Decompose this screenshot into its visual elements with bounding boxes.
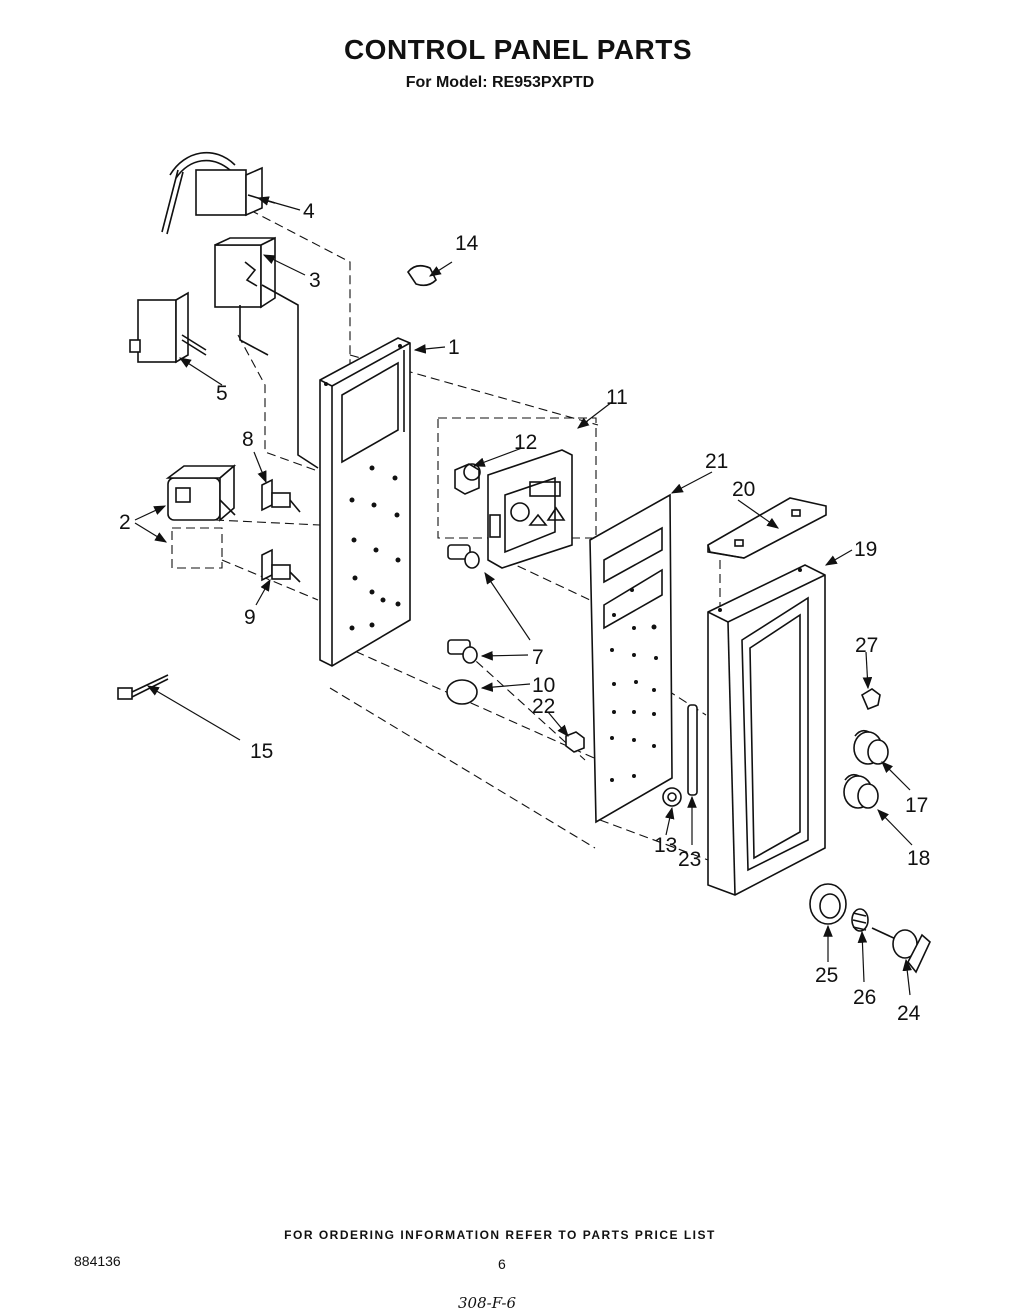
model-subtitle: For Model: RE953PXPTD: [405, 74, 595, 91]
callout-13: 13: [654, 834, 677, 857]
callout-23: 23: [678, 848, 701, 871]
part-3-switch: [214, 236, 319, 469]
callout-10: 10: [532, 674, 555, 697]
part-8-push-switch: [261, 478, 301, 513]
handwritten-note: 308-F-6: [458, 1294, 517, 1312]
part-17-knob: [853, 729, 889, 765]
callout-20: 20: [732, 478, 755, 501]
part-11-timer-module: [487, 449, 573, 569]
part-26-spring: [851, 908, 869, 932]
callout-17: 17: [905, 794, 928, 817]
part-12-clip: [454, 463, 481, 495]
part-25-bezel: [809, 883, 847, 925]
part-2-selector-switch: [165, 464, 237, 569]
part-23-strip: [687, 704, 698, 796]
callout-22: 22: [532, 695, 555, 718]
callout-3: 3: [309, 269, 321, 292]
ordering-note: FOR ORDERING INFORMATION REFER TO PARTS …: [284, 1228, 716, 1242]
document-number: 884136: [74, 1253, 121, 1269]
part-20-bracket: [707, 497, 827, 559]
callout-9: 9: [244, 606, 256, 629]
part-27-clip: [860, 688, 881, 711]
part-24-knob: [871, 927, 931, 974]
part-4-thermostat: [161, 151, 276, 235]
part-18-knob: [843, 773, 879, 809]
part-15-probe: [117, 674, 169, 700]
callout-25: 25: [815, 964, 838, 987]
page-number: 6: [498, 1256, 506, 1272]
leader-lines: [134, 196, 913, 996]
part-21-panel-overlay: [589, 493, 673, 824]
callout-11: 11: [606, 386, 628, 409]
page-title: CONTROL PANEL PARTS: [343, 34, 693, 65]
callout-26: 26: [853, 986, 876, 1009]
callout-27: 27: [855, 634, 878, 657]
callout-1: 1: [448, 336, 460, 359]
callout-15: 15: [250, 740, 273, 763]
part-5-thermostat: [129, 291, 207, 364]
part-7-push-button: [447, 544, 480, 664]
callout-7: 7: [532, 646, 544, 669]
part-19-trim-frame: [707, 564, 826, 896]
callout-18: 18: [907, 847, 930, 870]
callout-24: 24: [897, 1002, 921, 1025]
part-10-disc: [446, 679, 478, 705]
callout-12: 12: [514, 431, 537, 454]
part-22-clip: [565, 731, 585, 753]
callout-8: 8: [242, 428, 254, 451]
callout-2: 2: [119, 511, 131, 534]
part-9-push-switch: [261, 548, 301, 583]
part-13-button: [662, 787, 682, 807]
callout-19: 19: [854, 538, 877, 561]
callout-labels: 1 2 3 4 5 7 8 9 10 11 12 13 14 15 17 18 …: [119, 200, 930, 1025]
callout-4: 4: [303, 200, 315, 223]
part-1-control-panel-bracket: [319, 337, 411, 667]
callout-5: 5: [216, 382, 228, 405]
callout-21: 21: [705, 450, 728, 473]
callout-14: 14: [455, 232, 479, 255]
